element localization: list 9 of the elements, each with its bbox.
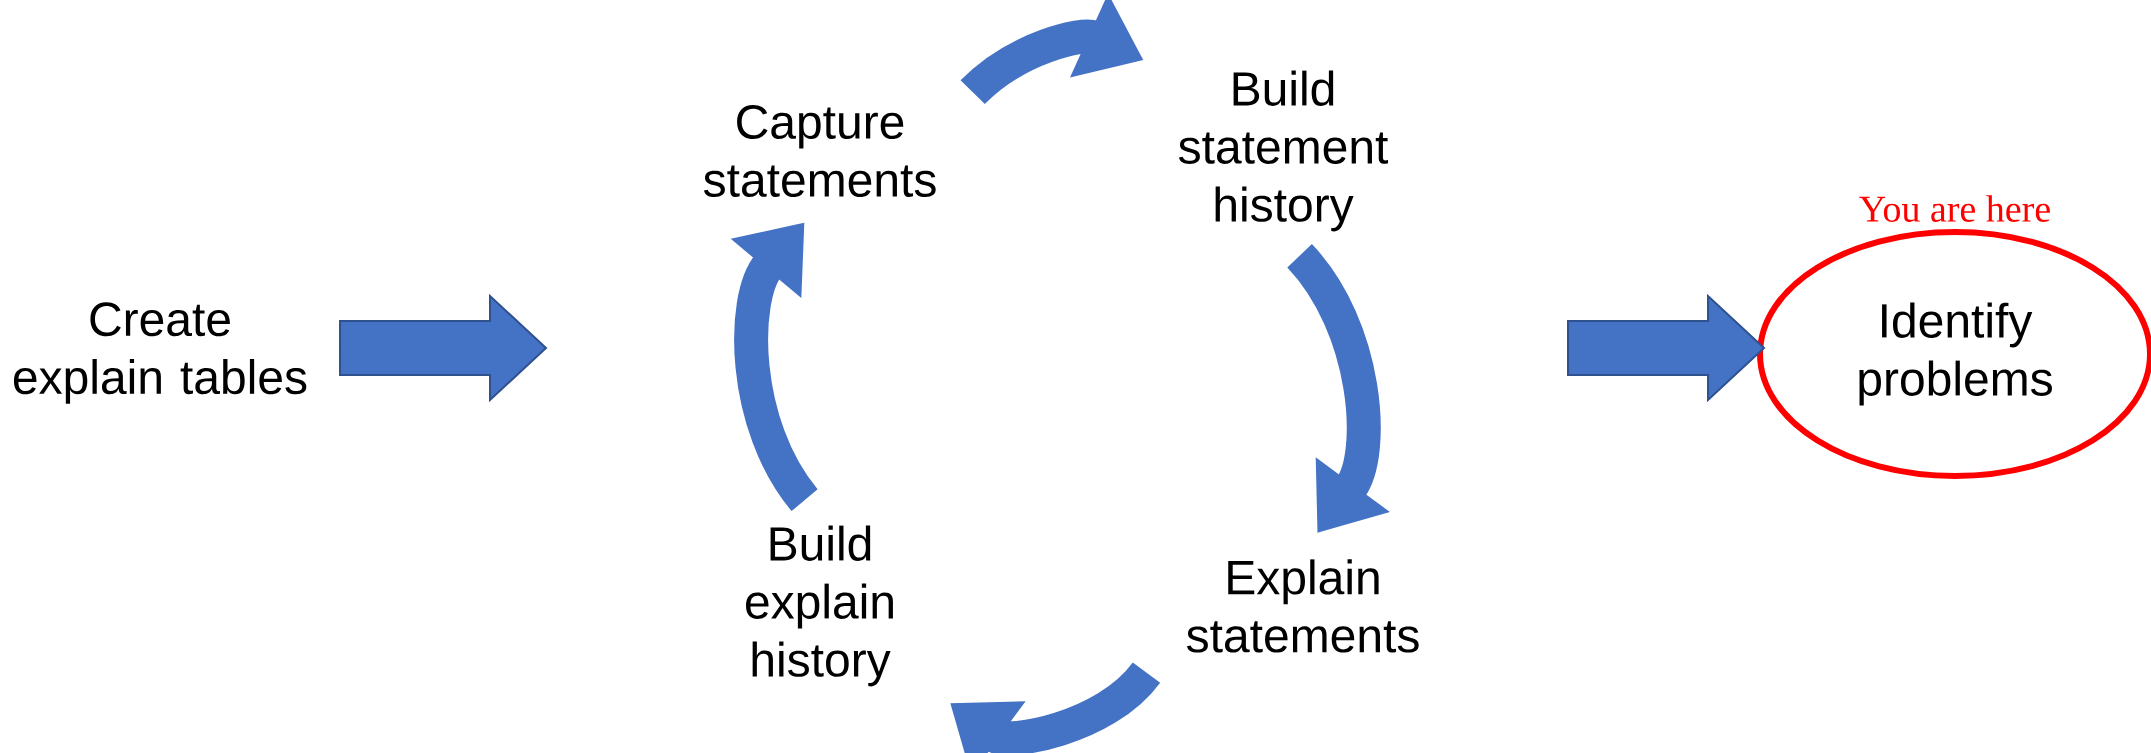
step-text: Build explain history: [746, 525, 893, 687]
step-text: Build statement history: [1179, 70, 1389, 232]
annotation-text: You are here: [1859, 195, 2050, 222]
block-arrow: [339, 293, 548, 403]
step-text: Create explain tables: [13, 302, 307, 404]
step-text: Explain statements: [1187, 559, 1419, 653]
block-arrow: [1567, 293, 1766, 403]
step-text: Capture statements: [704, 105, 936, 197]
circled-step-text: Identify problems: [1757, 229, 2151, 479]
